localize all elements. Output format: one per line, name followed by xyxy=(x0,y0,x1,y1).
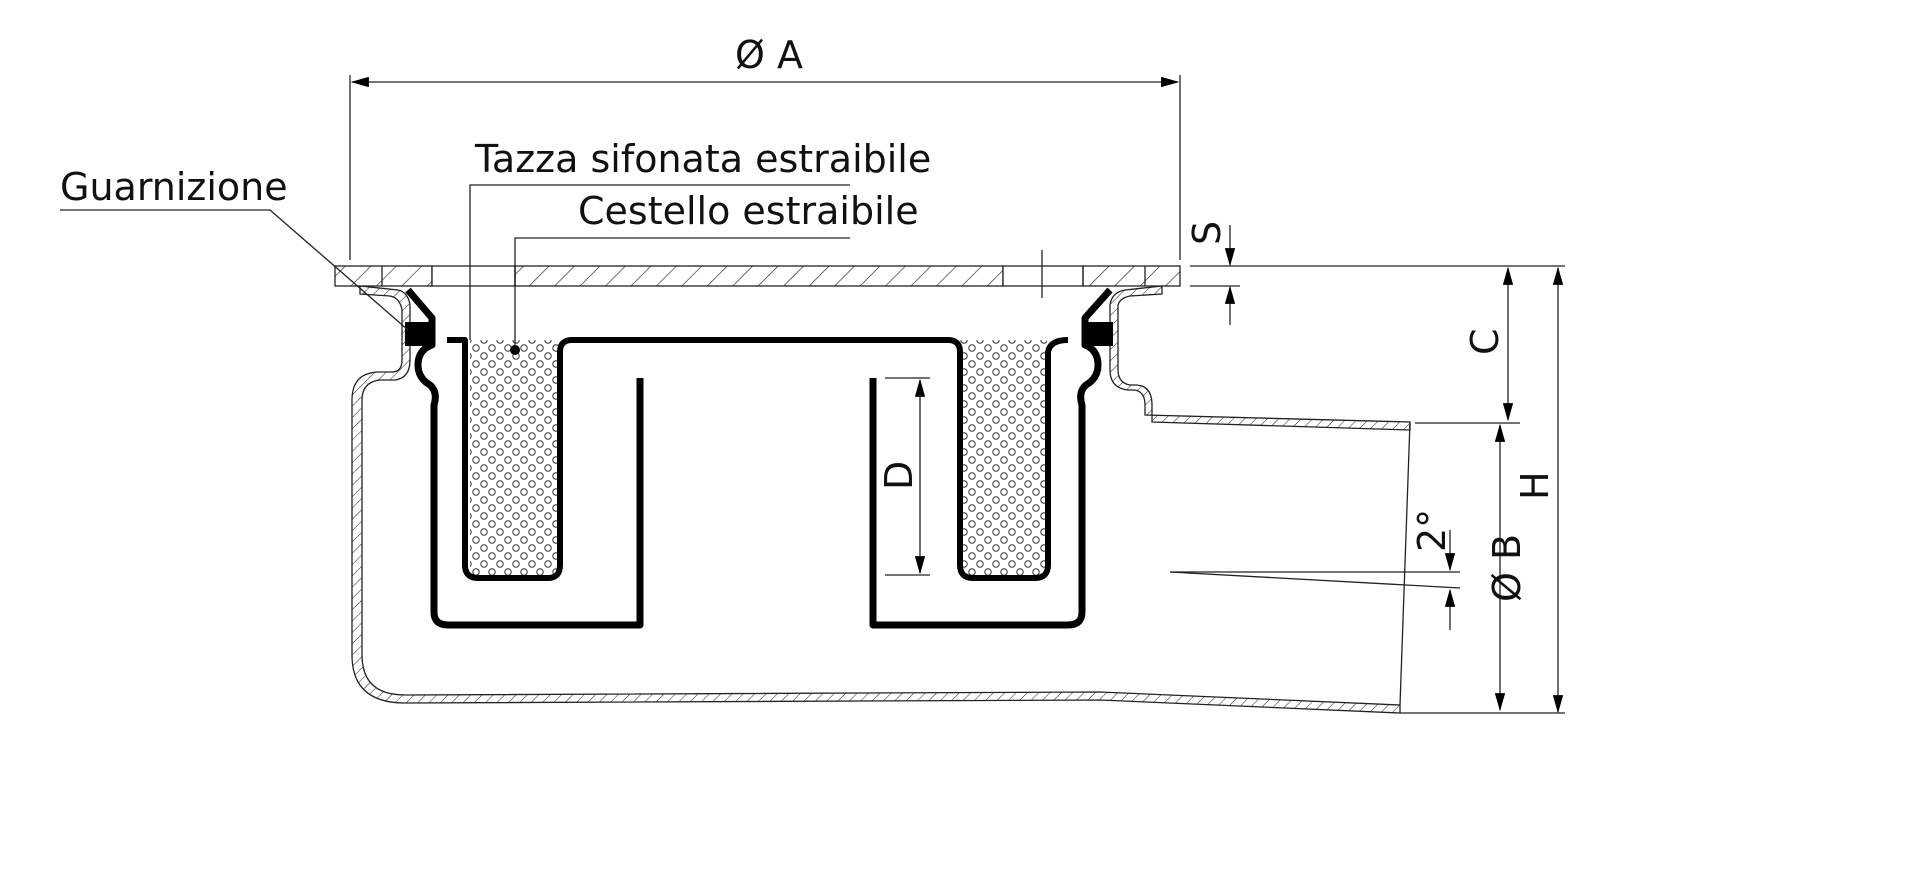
label-d: D xyxy=(877,461,921,490)
label-c: C xyxy=(1463,328,1507,355)
label-angle: 2° xyxy=(1410,509,1454,552)
label-diameter-b: Ø B xyxy=(1485,534,1529,602)
drain-body xyxy=(351,285,1411,714)
label-guarnizione: Guarnizione xyxy=(60,165,288,209)
label-cestello: Cestello estraibile xyxy=(578,189,919,233)
label-s: S xyxy=(1185,221,1229,245)
label-tazza: Tazza sifonata estraibile xyxy=(474,137,931,181)
grate-plate xyxy=(334,250,1181,298)
dimension-lines xyxy=(349,75,1565,714)
basket xyxy=(447,337,1069,581)
leader-lines xyxy=(60,184,850,355)
label-diameter-a: Ø A xyxy=(735,33,803,77)
label-h: H xyxy=(1513,471,1557,500)
siphon-cup xyxy=(405,287,1113,629)
